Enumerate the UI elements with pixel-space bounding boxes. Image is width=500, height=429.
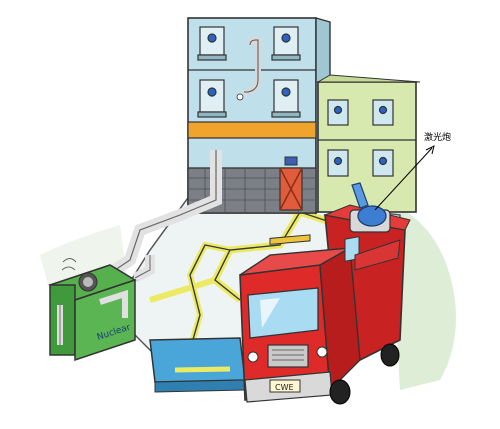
tall-building xyxy=(187,17,331,215)
ramp-block xyxy=(149,337,246,393)
generator-box: Nuclear xyxy=(48,264,137,362)
laser-cannon xyxy=(349,182,391,233)
laser-annotation: 激光炮 xyxy=(374,131,451,211)
tall-building-windows xyxy=(197,26,301,118)
truck-plate-text: CWE xyxy=(275,383,294,392)
pipes xyxy=(111,150,222,283)
laser-cannon-label: 激光炮 xyxy=(424,131,451,143)
swirl-marks xyxy=(61,258,77,271)
fire-truck: CWE xyxy=(239,204,411,405)
small-building xyxy=(316,74,421,213)
grass-shadow xyxy=(395,205,456,390)
